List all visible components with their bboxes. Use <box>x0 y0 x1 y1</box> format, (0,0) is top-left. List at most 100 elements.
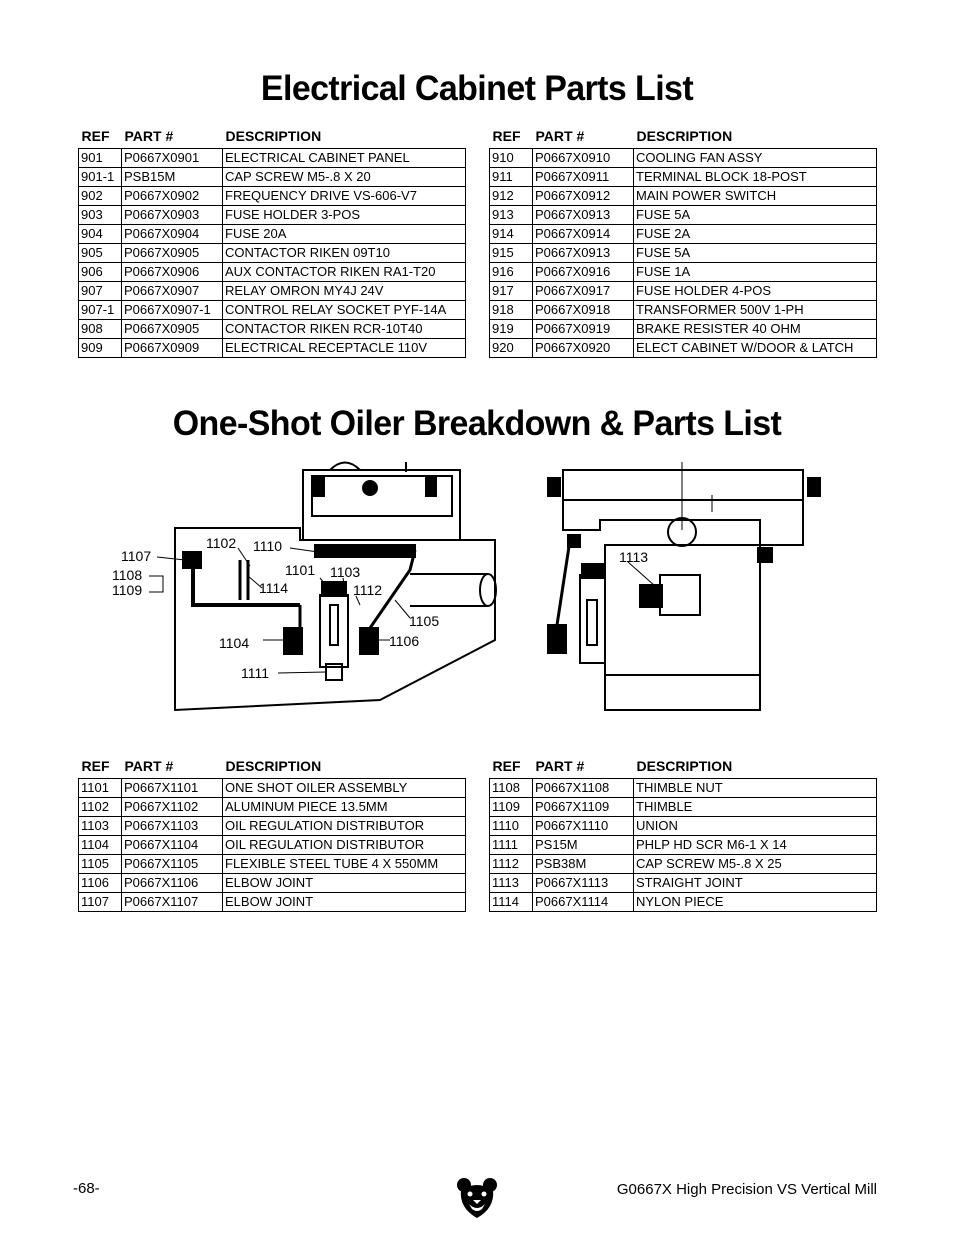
title-oiler: One-Shot Oiler Breakdown & Parts List <box>172 404 782 443</box>
description-cell: RELAY OMRON MY4J 24V <box>222 281 466 301</box>
description-cell: FUSE 2A <box>633 224 877 244</box>
part-number-cell: P0667X0920 <box>532 338 634 358</box>
part-number-cell: P0667X1110 <box>532 816 634 836</box>
description-cell: ELECT CABINET W/DOOR & LATCH <box>633 338 877 358</box>
part-number-cell: P0667X0904 <box>121 224 223 244</box>
callout-1103: 1103 <box>330 564 360 580</box>
part-number-cell: P0667X1114 <box>532 892 634 912</box>
ref-cell: 1102 <box>78 797 122 817</box>
callout-1113: 1113 <box>619 549 648 565</box>
callout-1108: 1108 <box>112 567 142 583</box>
description-cell: TRANSFORMER 500V 1-PH <box>633 300 877 320</box>
part-number-cell: P0667X0916 <box>532 262 634 282</box>
ref-cell: 1114 <box>489 892 533 912</box>
part-number-cell: P0667X0906 <box>121 262 223 282</box>
callout-1110: 1110 <box>253 538 282 554</box>
header-part-number: PART # <box>535 128 585 144</box>
description-cell: FUSE 20A <box>222 224 466 244</box>
description-cell: AUX CONTACTOR RIKEN RA1-T20 <box>222 262 466 282</box>
ref-cell: 907 <box>78 281 122 301</box>
ref-cell: 908 <box>78 319 122 339</box>
part-number-cell: P0667X0917 <box>532 281 634 301</box>
part-number-cell: P0667X1113 <box>532 873 634 893</box>
part-number-cell: P0667X0907 <box>121 281 223 301</box>
header-part-number: PART # <box>535 758 585 774</box>
description-cell: ELECTRICAL RECEPTACLE 110V <box>222 338 466 358</box>
ref-cell: 1108 <box>489 778 533 798</box>
ref-cell: 901-1 <box>78 167 122 187</box>
part-number-cell: P0667X0902 <box>121 186 223 206</box>
ref-cell: 920 <box>489 338 533 358</box>
description-cell: STRAIGHT JOINT <box>633 873 877 893</box>
description-cell: PHLP HD SCR M6-1 X 14 <box>633 835 877 855</box>
header-description: DESCRIPTION <box>636 758 733 774</box>
ref-cell: 916 <box>489 262 533 282</box>
ref-cell: 1101 <box>78 778 122 798</box>
callout-1111: 1111 <box>241 665 269 681</box>
part-number-cell: P0667X1107 <box>121 892 223 912</box>
part-number-cell: P0667X0907-1 <box>121 300 223 320</box>
part-number-cell: P0667X1105 <box>121 854 223 874</box>
description-cell: ELBOW JOINT <box>222 873 466 893</box>
ref-cell: 904 <box>78 224 122 244</box>
callout-1101: 1101 <box>285 562 315 578</box>
callout-1109: 1109 <box>112 582 142 598</box>
ref-cell: 1111 <box>489 835 533 855</box>
description-cell: NYLON PIECE <box>633 892 877 912</box>
callout-1105: 1105 <box>409 613 439 629</box>
ref-cell: 911 <box>489 167 533 187</box>
part-number-cell: PSB15M <box>121 167 223 187</box>
part-number-cell: P0667X0901 <box>121 148 223 168</box>
ref-cell: 1112 <box>489 854 533 874</box>
description-cell: OIL REGULATION DISTRIBUTOR <box>222 816 466 836</box>
ref-cell: 902 <box>78 186 122 206</box>
part-number-cell: P0667X1102 <box>121 797 223 817</box>
part-number-cell: P0667X0913 <box>532 243 634 263</box>
callout-1106: 1106 <box>389 633 419 649</box>
part-number-cell: P0667X1106 <box>121 873 223 893</box>
description-cell: FUSE HOLDER 3-POS <box>222 205 466 225</box>
description-cell: ALUMINUM PIECE 13.5MM <box>222 797 466 817</box>
header-ref: REF <box>81 758 110 774</box>
ref-cell: 905 <box>78 243 122 263</box>
description-cell: BRAKE RESISTER 40 OHM <box>633 319 877 339</box>
part-number-cell: P0667X1109 <box>532 797 634 817</box>
ref-cell: 912 <box>489 186 533 206</box>
part-number-cell: PSB38M <box>532 854 634 874</box>
header-description: DESCRIPTION <box>225 128 322 144</box>
ref-cell: 914 <box>489 224 533 244</box>
grizzly-bear-logo-icon <box>457 1178 497 1218</box>
description-cell: UNION <box>633 816 877 836</box>
ref-cell: 1110 <box>489 816 533 836</box>
part-number-cell: P0667X0919 <box>532 319 634 339</box>
part-number-cell: P0667X1104 <box>121 835 223 855</box>
part-number-cell: P0667X1108 <box>532 778 634 798</box>
description-cell: FUSE 1A <box>633 262 877 282</box>
